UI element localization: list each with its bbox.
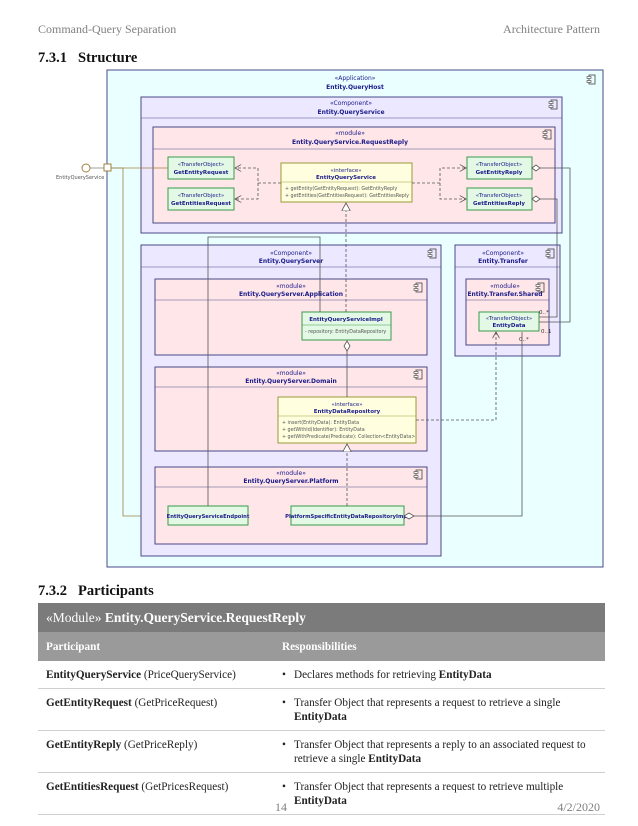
query-server-name: Entity.QueryServer (259, 258, 323, 265)
responsibility-entity: EntityData (438, 669, 492, 681)
participant-name: GetEntitiesRequest (46, 781, 139, 793)
repo-op-3: + getWithPredicate(Predicate): Collectio… (282, 434, 415, 440)
transfer-name: Entity.Transfer (478, 258, 528, 265)
responsibility-text: Transfer Object that represents a reques… (294, 697, 561, 709)
section-title: Participants (78, 583, 154, 599)
participants-table: «Module» Entity.QueryService.RequestRepl… (38, 603, 605, 815)
get-entity-request-stereotype: «TransferObject» (178, 162, 224, 168)
participant-alias: (GetPriceReply) (124, 739, 198, 751)
repo-op-1: + insert(EntityData): EntityData (282, 420, 359, 426)
participant-name: GetEntityRequest (46, 697, 132, 709)
platform-repo-name: PlatformSpecificEntityDataRepositoryImpl (285, 514, 409, 520)
repo-stereotype: «interface» (331, 402, 362, 408)
bullet-icon: • (282, 739, 286, 751)
responsibility-cell: • Transfer Object that represents a reque… (274, 772, 605, 815)
request-reply-name: Entity.QueryService.RequestReply (292, 139, 408, 146)
get-entities-request-name: GetEntitiesRequest (171, 201, 231, 207)
column-header-participant: Participant (38, 632, 274, 661)
bullet-icon: • (282, 669, 286, 681)
section-number: 7.3.2 (38, 583, 67, 599)
impl-attr: - repository: EntityDataRepository (305, 329, 386, 335)
section-heading-structure: 7.3.1 Structure (38, 50, 137, 67)
section-title: Structure (78, 50, 138, 66)
domain-stereotype: «module» (276, 370, 306, 377)
responsibility-text: Declares methods for retrieving (294, 669, 436, 681)
get-entity-reply-stereotype: «TransferObject» (476, 162, 522, 168)
table-caption: «Module» Entity.QueryService.RequestRepl… (38, 603, 605, 632)
query-server-stereotype: «Component» (270, 250, 312, 257)
get-entities-reply-stereotype: «TransferObject» (476, 193, 522, 199)
transfer-shared-name: Entity.Transfer.Shared (467, 291, 542, 298)
responsibility-text: Transfer Object that represents a reply … (294, 739, 586, 765)
multiplicity-a: 0..* (539, 310, 549, 316)
table-row: GetEntityReply (GetPriceReply) • Transfer… (38, 730, 605, 773)
participant-cell: GetEntityReply (GetPriceReply) (38, 730, 274, 773)
app-name: Entity.QueryHost (326, 84, 384, 91)
domain-name: Entity.QueryServer.Domain (245, 378, 337, 385)
table-header-row: Participant Responsibilities (38, 632, 605, 661)
app-stereotype: «Application» (335, 75, 376, 82)
responsibility-entity: EntityData (368, 753, 422, 765)
responsibility-cell: • Declares methods for retrieving EntityD… (274, 661, 605, 689)
table-row: GetEntitiesRequest (GetPricesRequest) • T… (38, 772, 605, 815)
responsibility-entity: EntityData (294, 795, 347, 807)
get-entity-reply-name: GetEntityReply (476, 170, 523, 176)
multiplicity-b: 0..1 (541, 329, 552, 335)
entity-data-name: EntityData (492, 323, 525, 329)
responsibility-entity: EntityData (294, 711, 347, 723)
get-entities-request-stereotype: «TransferObject» (178, 193, 224, 199)
multiplicity-c: 0..* (519, 337, 529, 343)
bullet-icon: • (282, 697, 286, 709)
iqs-name: EntityQueryService (316, 175, 376, 181)
iqs-stereotype: «interface» (330, 168, 361, 174)
participant-alias: (PriceQueryService) (143, 669, 236, 681)
entity-data-stereotype: «TransferObject» (486, 316, 532, 322)
section-heading-participants: 7.3.2 Participants (38, 583, 154, 600)
iqs-op-1: + getEntity(GetEntityRequest): GetEntity… (285, 186, 397, 192)
column-header-responsibilities: Responsibilities (274, 632, 605, 661)
participant-alias: (GetPriceRequest) (134, 697, 218, 709)
section-number: 7.3.1 (38, 50, 67, 66)
participant-cell: GetEntitiesRequest (GetPricesRequest) (38, 772, 274, 815)
platform-name: Entity.QueryServer.Platform (243, 478, 338, 485)
responsibility-cell: • Transfer Object that represents a reply… (274, 730, 605, 773)
responsibility-text: Transfer Object that represents a reques… (294, 781, 564, 793)
repo-op-2: + getWithId(Identifier): EntityData (282, 427, 365, 433)
caption-name: Entity.QueryService.RequestReply (104, 609, 306, 625)
transfer-shared-stereotype: «module» (490, 283, 520, 290)
application-stereotype: «module» (276, 283, 306, 290)
participant-name: GetEntityReply (46, 739, 122, 751)
participant-cell: GetEntityRequest (GetPriceRequest) (38, 688, 274, 731)
footer-date: 4/2/2020 (557, 800, 600, 814)
port-label: EntityQueryService (56, 175, 104, 181)
platform-stereotype: «module» (276, 470, 306, 477)
header-pattern: Architecture Pattern (503, 22, 600, 36)
table-caption-row: «Module» Entity.QueryService.RequestRepl… (38, 603, 605, 632)
transfer-stereotype: «Component» (482, 250, 524, 257)
impl-name: EntityQueryServiceImpl (309, 317, 383, 323)
caption-prefix: «Module» (46, 609, 102, 625)
query-service-stereotype: «Component» (330, 100, 372, 107)
participant-name: EntityQueryService (46, 669, 142, 681)
responsibility-cell: • Transfer Object that represents a reque… (274, 688, 605, 731)
endpoint-name: EntityQueryServiceEndpoint (167, 514, 250, 520)
query-service-name: Entity.QueryService (317, 109, 384, 116)
header-title: Command-Query Separation (38, 22, 177, 36)
page-number: 14 (275, 800, 287, 814)
table-row: GetEntityRequest (GetPriceRequest) • Tran… (38, 688, 605, 731)
table-row: EntityQueryService (PriceQueryService) •… (38, 661, 605, 689)
request-reply-stereotype: «module» (335, 130, 365, 137)
get-entities-reply-name: GetEntitiesReply (473, 201, 525, 207)
repo-name: EntityDataRepository (314, 409, 381, 415)
application-name: Entity.QueryServer.Application (239, 291, 343, 298)
participant-alias: (GetPricesRequest) (141, 781, 229, 793)
bullet-icon: • (282, 781, 286, 793)
get-entity-request-name: GetEntityRequest (174, 170, 229, 176)
participant-cell: EntityQueryService (PriceQueryService) (38, 661, 274, 689)
iqs-op-2: + getEntities(GetEntitiesRequest): GetEn… (285, 193, 409, 199)
